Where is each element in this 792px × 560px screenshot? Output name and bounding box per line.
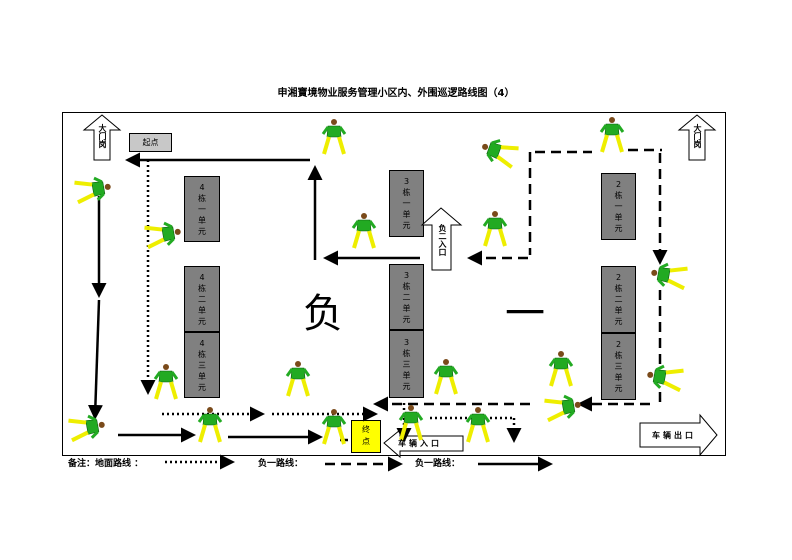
car-entrance-label: 车辆入口 — [398, 439, 442, 448]
b1-entrance-arrow — [420, 207, 463, 271]
main-gate-right-arrow — [677, 114, 717, 161]
legend-neg1-dashed: 负一路线： — [258, 459, 304, 469]
end-point: 终点 — [351, 420, 381, 453]
main-gate-right-label: 大门岗 — [693, 124, 702, 148]
page-title: 申湘寶境物业服务管理小区内、外围巡逻路线图（4） — [277, 88, 515, 99]
b1-entrance-label: 负二入口 — [438, 224, 447, 256]
main-gate-left-label: 大门岗 — [98, 124, 107, 148]
basement-char-right: 一 — [505, 291, 545, 337]
basement-char-left: 负 — [303, 291, 343, 337]
car-exit-arrow — [639, 413, 718, 457]
site-boundary — [62, 112, 726, 456]
legend-neg1-solid: 负一路线： — [415, 459, 461, 469]
legend-ground: 备注：地面路线 ： — [68, 459, 144, 469]
car-exit-label: 车辆出口 — [652, 431, 696, 440]
start-point: 起点 — [129, 133, 172, 152]
main-gate-left-arrow — [82, 114, 122, 161]
guard-icon — [66, 115, 690, 446]
